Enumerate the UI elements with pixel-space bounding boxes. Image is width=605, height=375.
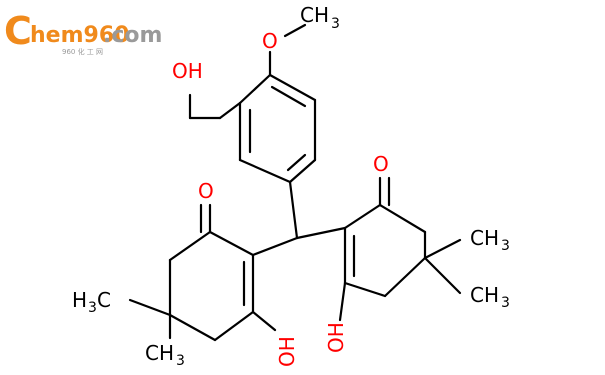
bond-ch-to-right — [295, 226, 347, 240]
atom-right-ketone-o: O — [373, 152, 389, 176]
bond-l-c1-c6 — [168, 230, 212, 262]
logo-name: hem960 — [30, 23, 129, 48]
bond-ch-to-left — [251, 236, 299, 257]
atom-right-ch3-top-sub: 3 — [501, 238, 510, 254]
atom-methoxy-o: O — [262, 29, 278, 53]
atom-right-oh: OH — [324, 322, 348, 353]
bond-l-c5-me-left — [128, 298, 172, 317]
bond-l-c4-c3 — [213, 310, 255, 342]
bond-r-c3-oh — [338, 281, 347, 322]
bond-r-c4-c3 — [343, 281, 387, 298]
logo-tagline: 960 化 工 网 — [62, 47, 103, 56]
bond-ring-to-ch — [288, 180, 299, 240]
atom-left-ch3-bottom-sub: 3 — [176, 353, 185, 369]
logo-initial: C — [4, 9, 32, 53]
bond-ring-c4-c5 — [238, 158, 292, 184]
atom-methoxy-ch: CH — [300, 3, 329, 27]
bond-ome-o-to-ch3 — [283, 23, 307, 38]
bond-ring-c3-c4 — [288, 158, 317, 184]
atom-right-ch3-bottom: CH — [470, 283, 499, 307]
atom-left-h3c-h: H — [72, 288, 87, 312]
bond-l-c3-oh — [251, 310, 277, 332]
bond-ring-to-ch2 — [218, 101, 242, 120]
atom-methoxy-sub: 3 — [331, 16, 340, 32]
logo-tld: .com — [103, 23, 162, 48]
atom-left-h3c-c: C — [97, 288, 111, 312]
atom-labels: O CH 3 OH O O H 3 C CH 3 OH OH CH 3 CH 3 — [72, 3, 510, 369]
bond-ring-c1-c2 — [268, 73, 317, 102]
bonds — [128, 23, 462, 342]
bond-l-c5-c4 — [168, 313, 217, 342]
bond-r-c2-c1 — [343, 203, 382, 230]
bond-l-c2-c1 — [208, 230, 255, 257]
atom-left-h3c-sub: 3 — [88, 300, 97, 316]
atom-right-ch3-top: CH — [470, 226, 499, 250]
atom-left-oh: OH — [275, 336, 299, 367]
bond-r-c1-c6 — [378, 203, 427, 234]
atom-left-ch3-bottom: CH — [145, 341, 174, 365]
bond-ring-c6-c1 — [238, 73, 272, 105]
bond-ring-inner-1 — [270, 85, 307, 108]
atom-right-ch3-bottom-sub: 3 — [501, 295, 510, 311]
bond-r-c5-c4 — [383, 256, 427, 298]
bond-r-c5-me-up — [423, 238, 462, 260]
bond-ring-inner-2 — [286, 153, 307, 172]
atom-hydroxymethyl-oh: OH — [172, 59, 203, 83]
atom-left-ketone-o: O — [198, 179, 214, 203]
bond-r-c5-me-down — [423, 256, 462, 295]
watermark-logo: C hem960 .com 960 化 工 网 — [4, 9, 162, 56]
